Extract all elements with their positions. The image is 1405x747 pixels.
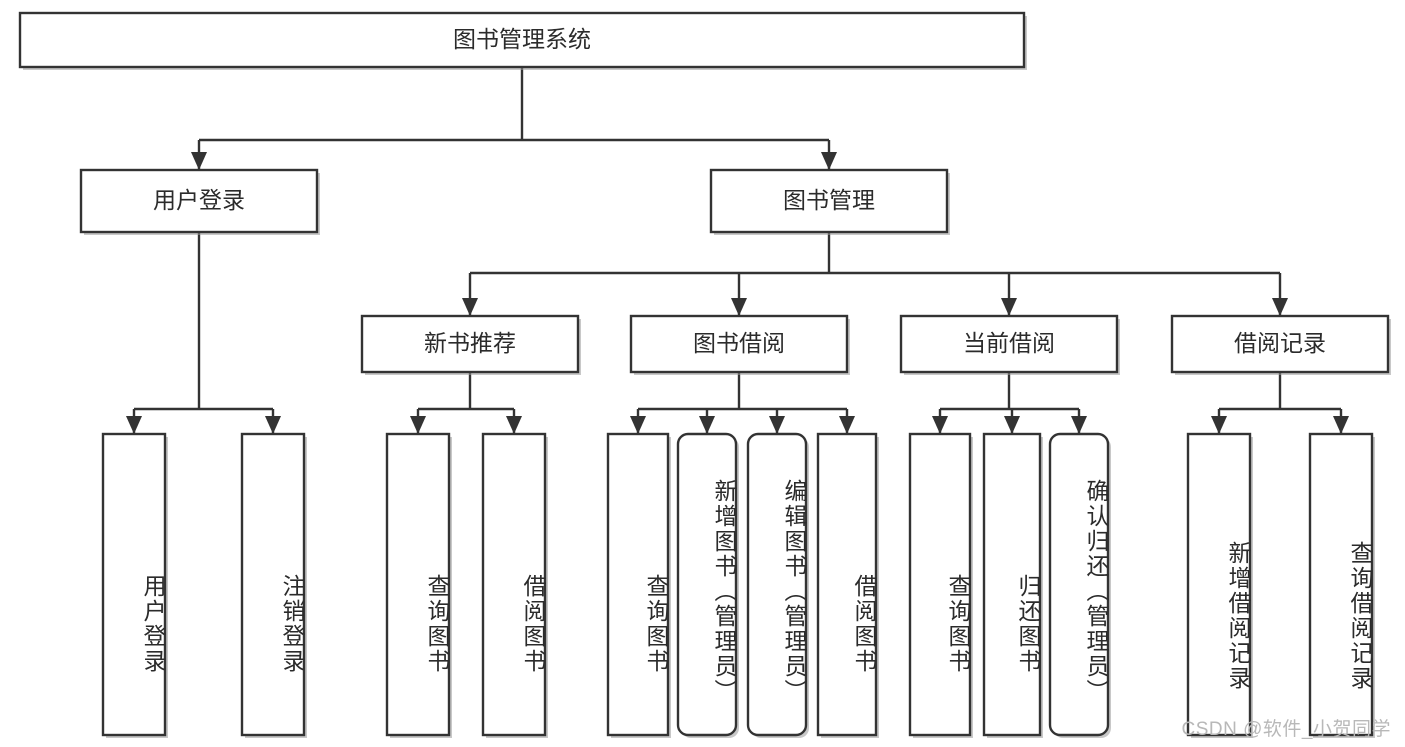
node-leaf-query-record-box[interactable] [1308, 432, 1374, 737]
node-leaf-borrow-book-1-box[interactable] [481, 432, 547, 737]
node-leaf-add-book-box[interactable] [676, 432, 738, 737]
arrow-head-icon [630, 416, 646, 434]
node-root-box[interactable] [18, 11, 1026, 69]
arrow-head-icon [1333, 416, 1349, 434]
node-root-label: 图书管理系统 [453, 26, 591, 52]
arrow-head-icon [410, 416, 426, 434]
arrow-head-icon [191, 152, 207, 170]
arrow-head-icon [1071, 416, 1087, 434]
node-user-login-label: 用户登录 [153, 187, 245, 213]
node-borrow-record-box[interactable] [1170, 314, 1390, 374]
arrow-head-icon [1211, 416, 1227, 434]
arrow-head-icon [769, 416, 785, 434]
node-leaf-query-book-2-box[interactable] [606, 432, 670, 737]
arrow-head-icon [126, 416, 142, 434]
watermark: CSDN @软件_小贺同学 [1181, 719, 1391, 740]
node-book-borrow-label: 图书借阅 [693, 330, 785, 356]
node-new-book-recommend-label: 新书推荐 [424, 330, 516, 356]
arrow-head-icon [1004, 416, 1020, 434]
node-book-borrow-box[interactable] [629, 314, 849, 374]
node-leaf-borrow-book-2-box[interactable] [816, 432, 878, 737]
connector-layer [126, 67, 1349, 434]
arrow-head-icon [731, 298, 747, 316]
arrow-head-icon [462, 298, 478, 316]
node-current-borrow-box[interactable] [899, 314, 1119, 374]
node-leaf-edit-book-box[interactable] [746, 432, 808, 737]
arrow-head-icon [839, 416, 855, 434]
node-leaf-user-login-box[interactable] [101, 432, 167, 737]
node-leaf-add-record-box[interactable] [1186, 432, 1252, 737]
node-leaf-query-book-1-box[interactable] [385, 432, 451, 737]
arrow-head-icon [821, 152, 837, 170]
node-current-borrow-label: 当前借阅 [963, 330, 1055, 356]
node-leaf-return-book-box[interactable] [982, 432, 1042, 737]
node-borrow-record-label: 借阅记录 [1234, 330, 1326, 356]
node-user-login-box[interactable] [79, 168, 319, 234]
node-leaf-confirm-return-box[interactable] [1048, 432, 1110, 737]
arrow-head-icon [1001, 298, 1017, 316]
node-book-manage-label: 图书管理 [783, 187, 875, 213]
arrow-head-icon [699, 416, 715, 434]
arrow-head-icon [932, 416, 948, 434]
arrow-head-icon [1272, 298, 1288, 316]
arrow-head-icon [265, 416, 281, 434]
arrow-head-icon [506, 416, 522, 434]
node-leaf-user-logout-box[interactable] [240, 432, 306, 737]
node-book-manage-box[interactable] [709, 168, 949, 234]
node-new-book-recommend-box[interactable] [360, 314, 580, 374]
node-leaf-query-book-3-box[interactable] [908, 432, 972, 737]
